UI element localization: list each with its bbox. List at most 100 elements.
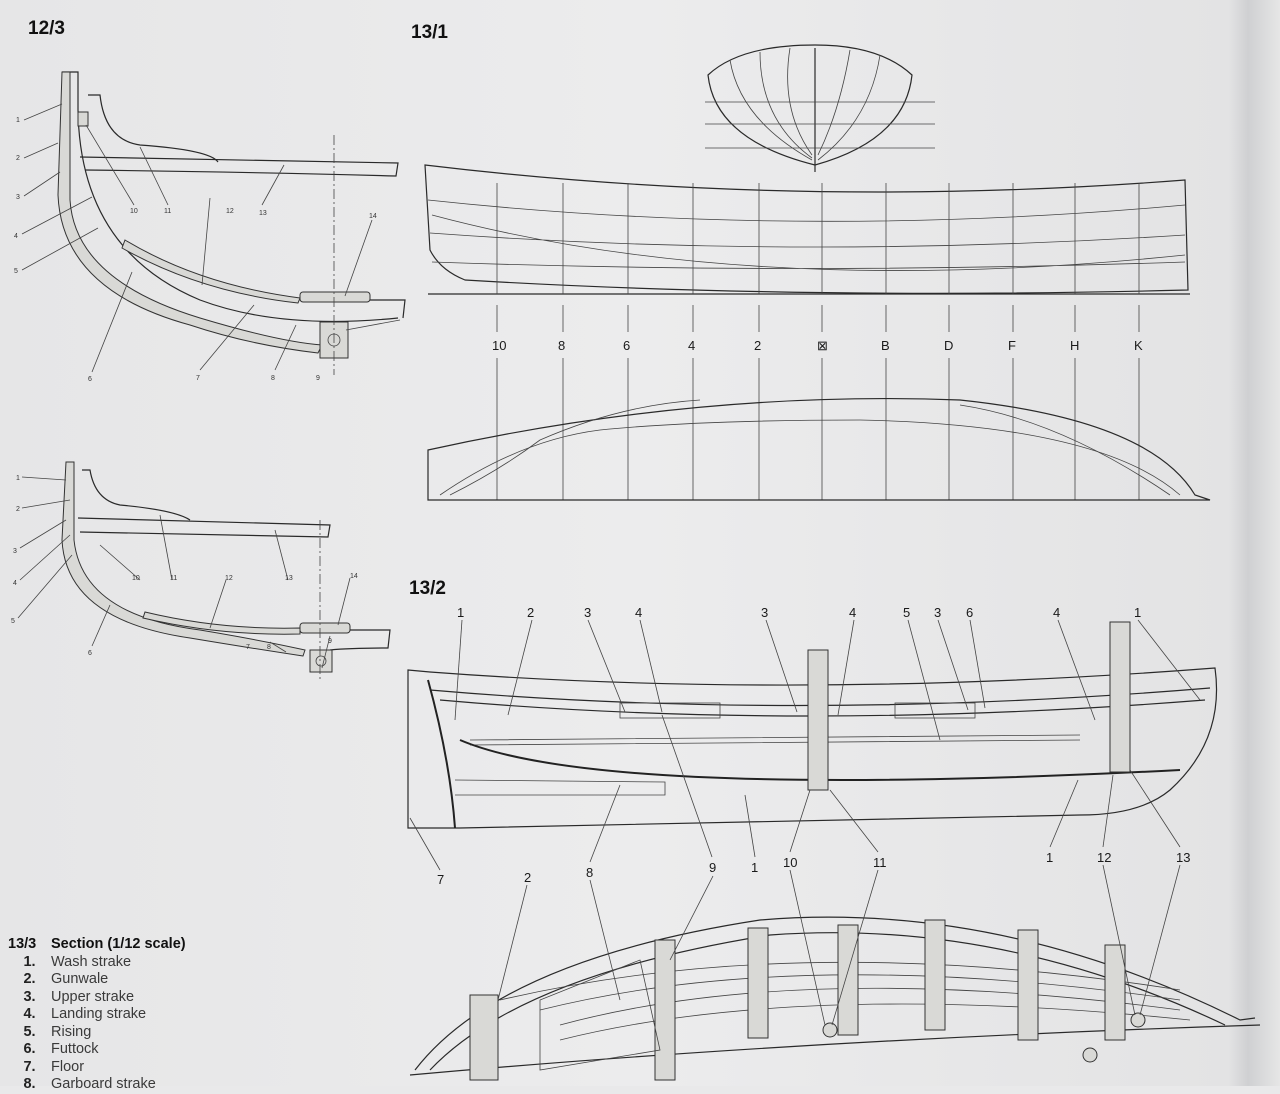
- callout-4: 4: [13, 580, 17, 587]
- legend-item: 6. Futtock: [8, 1041, 186, 1059]
- legend-item: 8. Garboard strake: [8, 1076, 186, 1094]
- callout-13: 13: [259, 210, 267, 217]
- legend-num: 4.: [23, 1006, 36, 1022]
- callout-2: 2: [16, 155, 20, 162]
- callout-label: 4: [635, 605, 642, 620]
- callout-label: 5: [903, 605, 910, 620]
- station-label: H: [1070, 338, 1079, 353]
- station-label: K: [1134, 338, 1143, 353]
- legend-figure-number: 13/3: [8, 936, 37, 952]
- callout-label: 7: [437, 872, 444, 887]
- callout-14: 14: [369, 213, 377, 220]
- callout-11: 11: [164, 208, 171, 215]
- callout-9: 9: [328, 638, 332, 645]
- callout-1: 1: [16, 117, 20, 124]
- half-breadth-plan: [427, 397, 1211, 501]
- callout-12: 12: [226, 208, 234, 215]
- callout-label: 1: [1134, 605, 1141, 620]
- callout-6: 6: [88, 650, 92, 657]
- callout-6: 6: [88, 376, 92, 383]
- station-label: D: [944, 338, 953, 353]
- callout-12: 12: [225, 575, 233, 582]
- station-label: B: [881, 338, 890, 353]
- callout-label: 2: [527, 605, 534, 620]
- callout-2: 2: [16, 506, 20, 513]
- station-label: 2: [754, 338, 761, 353]
- legend-item: 2. Gunwale: [8, 971, 186, 989]
- callout-label: 9: [709, 860, 716, 875]
- callout-9: 9: [316, 375, 320, 382]
- perspective-cutaway: [409, 864, 1261, 1081]
- callout-label: 3: [761, 605, 768, 620]
- callout-label: 4: [1053, 605, 1060, 620]
- legend-item: 5. Rising: [8, 1024, 186, 1042]
- callout-13: 13: [285, 575, 293, 582]
- callout-label: 13: [1176, 850, 1190, 865]
- legend-name: Garboard strake: [51, 1076, 156, 1092]
- callout-label: 3: [934, 605, 941, 620]
- callout-label: 11: [873, 855, 887, 870]
- station-labels: 10 8 6 4 2 ⊠ B D F H K: [492, 305, 1143, 500]
- midship-section-lower: 1 2 3 4 5 6 7 8 9 10 11 12 13 14: [11, 461, 391, 680]
- station-label: 4: [688, 338, 695, 353]
- legend-name: Landing strake: [51, 1006, 147, 1022]
- legend-name: Futtock: [51, 1041, 99, 1057]
- station-label: 6: [623, 338, 630, 353]
- body-plan: [705, 44, 935, 172]
- callout-label: 3: [584, 605, 591, 620]
- callout-10: 10: [130, 208, 138, 215]
- figure-label-13-2: 13/2: [409, 578, 446, 599]
- legend-num: 5.: [23, 1023, 36, 1040]
- callout-label: 6: [966, 605, 973, 620]
- legend-num: 2.: [23, 971, 36, 987]
- legend-name: Gunwale: [51, 971, 109, 987]
- legend-num: 7.: [23, 1058, 36, 1075]
- callout-5: 5: [11, 618, 15, 625]
- callout-3: 3: [16, 194, 20, 201]
- callout-label: 10: [783, 855, 797, 870]
- station-label: ⊠: [817, 338, 828, 353]
- figure-label-13-1: 13/1: [411, 22, 448, 43]
- legend-num: 8.: [23, 1076, 36, 1092]
- legend-heading: 13/3 Section (1/12 scale): [8, 936, 186, 954]
- callout-3: 3: [13, 548, 17, 555]
- legend-name: Upper strake: [51, 988, 135, 1005]
- callout-8: 8: [271, 375, 275, 382]
- legend: 13/3 Section (1/12 scale) 1. Wash strake 2…: [8, 936, 186, 1094]
- figure-label-12-3: 12/3: [28, 18, 65, 39]
- callout-14: 14: [350, 573, 358, 580]
- legend-item: 1. Wash strake: [8, 954, 186, 972]
- legend-name: Wash strake: [51, 953, 132, 970]
- legend-title: Section (1/12 scale): [51, 936, 186, 952]
- legend-num: 3.: [23, 988, 36, 1005]
- station-label: 10: [492, 338, 506, 353]
- callout-label: 1: [751, 860, 758, 875]
- station-label: F: [1008, 338, 1016, 353]
- legend-item: 3. Upper strake: [8, 989, 186, 1007]
- sheer-plan: [424, 164, 1190, 295]
- callout-7: 7: [246, 644, 250, 651]
- callout-4: 4: [14, 233, 18, 240]
- callout-1: 1: [16, 475, 20, 482]
- callout-7: 7: [196, 375, 200, 382]
- callout-label: 1: [457, 605, 464, 620]
- legend-name: Floor: [51, 1058, 85, 1075]
- callout-11: 11: [170, 575, 177, 582]
- callout-label: 4: [849, 605, 856, 620]
- legend-name: Rising: [51, 1023, 92, 1040]
- callout-10: 10: [132, 575, 140, 582]
- callout-label: 2: [524, 870, 531, 885]
- legend-num: 1.: [23, 953, 36, 970]
- callout-label: 8: [586, 865, 593, 880]
- legend-item: 4. Landing strake: [8, 1006, 186, 1024]
- legend-item: 7. Floor: [8, 1059, 186, 1077]
- callout-label: 1: [1046, 850, 1053, 865]
- midship-section-upper: 1 2 3 4 5 6 7 8 9 10 11 12 13 14: [14, 71, 406, 383]
- callout-5: 5: [14, 268, 18, 275]
- callout-label: 12: [1097, 850, 1111, 865]
- station-label: 8: [558, 338, 565, 353]
- legend-num: 6.: [23, 1041, 36, 1057]
